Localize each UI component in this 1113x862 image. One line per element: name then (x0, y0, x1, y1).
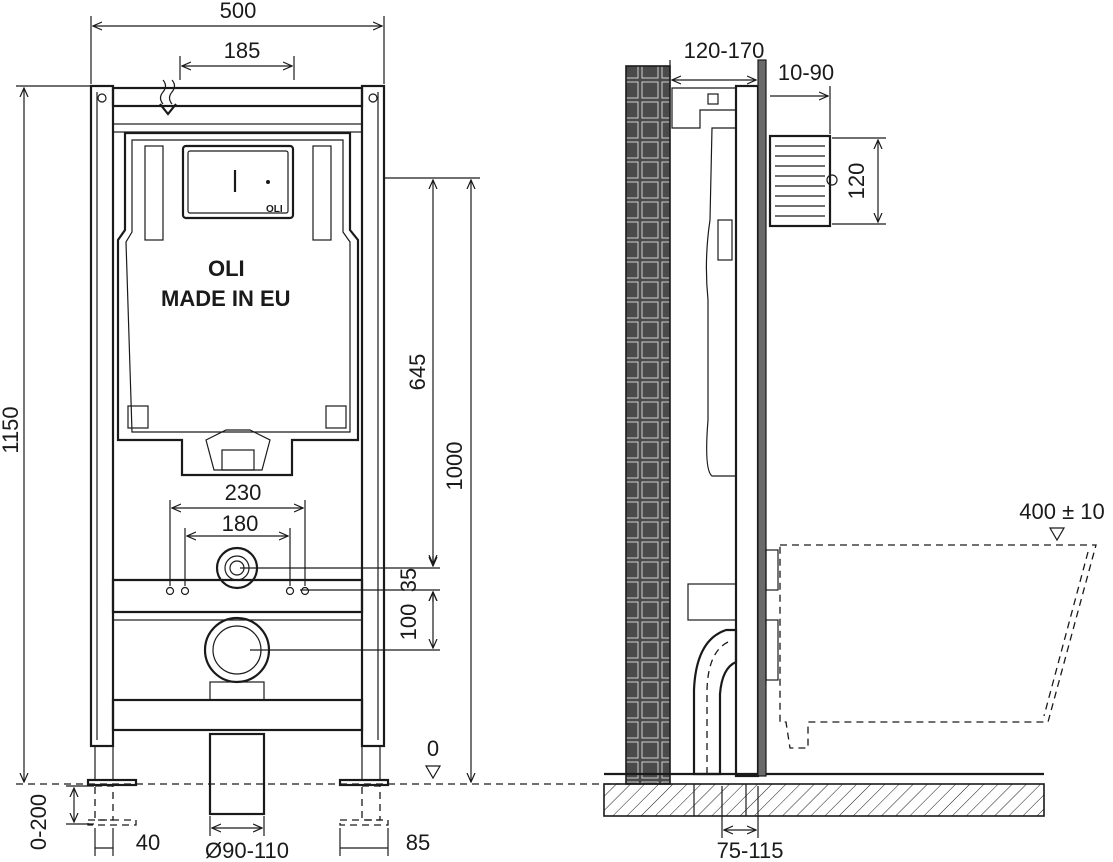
seat-height-marker (1048, 527, 1066, 542)
dim-foot-plate: 85 (406, 830, 430, 855)
front-dimensions: 500 185 1150 645 1000 35 100 230 180 (0, 0, 620, 862)
dim-height-645: 645 (405, 354, 430, 391)
wall-bracket-top (671, 87, 737, 129)
top-rail (111, 86, 364, 108)
floor-zero-marker (424, 765, 442, 780)
flush-plate-opening (181, 144, 295, 220)
wall-hung-toilet (779, 544, 1097, 749)
flush-outlet (205, 429, 271, 471)
water-inlet-icon (159, 79, 167, 105)
dim-bolt-inner: 180 (222, 511, 259, 536)
bolt-hole (285, 586, 295, 596)
cistern-bracket-left (144, 145, 164, 241)
bottom-rail (111, 698, 364, 732)
dim-seat-height: 400 ± 10 (1019, 499, 1104, 524)
dim-foot-adjust: 0-200 (26, 794, 51, 850)
left-upright (89, 84, 115, 748)
drain-elbow (692, 628, 738, 776)
dim-foot-width: 40 (136, 830, 160, 855)
floor-zero-label: 0 (427, 736, 439, 761)
dim-frame-width: 500 (220, 0, 257, 23)
flush-box (768, 134, 832, 228)
dim-pipe-offset: 75-115 (717, 838, 784, 862)
drain-pipe (208, 732, 266, 816)
wall-bracket-bottom (687, 583, 737, 621)
dim-bolt-outer: 230 (225, 480, 262, 505)
dim-total-height: 1150 (0, 406, 23, 453)
floor-slab (603, 783, 1045, 817)
dim-wall-depth: 120-170 (684, 38, 765, 63)
front-panel (757, 59, 767, 777)
dim-front-offset: 10-90 (778, 60, 834, 85)
dim-height-1000: 1000 (442, 442, 467, 491)
mount-rail (111, 578, 364, 614)
side-view (603, 59, 1097, 817)
dim-drain-diameter: Ø90-110 (205, 838, 289, 862)
button-brand: OLI (266, 204, 283, 215)
bolt-hole (180, 586, 190, 596)
mount-hole-left (97, 93, 107, 103)
side-dimensions: 120-170 10-90 120 400 ± 10 75-115 (669, 38, 1105, 862)
cistern-side (705, 127, 737, 477)
cistern-bracket-right (312, 145, 332, 241)
cistern-body (116, 131, 360, 477)
dim-100: 100 (396, 604, 421, 641)
cistern-text: MADE IN EU (161, 286, 291, 311)
foot-left (94, 745, 114, 781)
right-upright (360, 84, 386, 748)
mount-hole-right (368, 93, 378, 103)
tiled-wall (625, 65, 671, 785)
foot-right (361, 745, 381, 781)
bolt-hole (165, 586, 175, 596)
cistern-brand: OLI (208, 256, 245, 281)
dim-opening-height: 120 (844, 163, 869, 200)
dim-35: 35 (396, 568, 421, 592)
front-view: OLI OLI MADE IN EU (86, 79, 390, 826)
dim-inlet-spacing: 185 (224, 38, 261, 63)
bolt-hole (300, 586, 310, 596)
side-frame-upright (734, 84, 760, 778)
